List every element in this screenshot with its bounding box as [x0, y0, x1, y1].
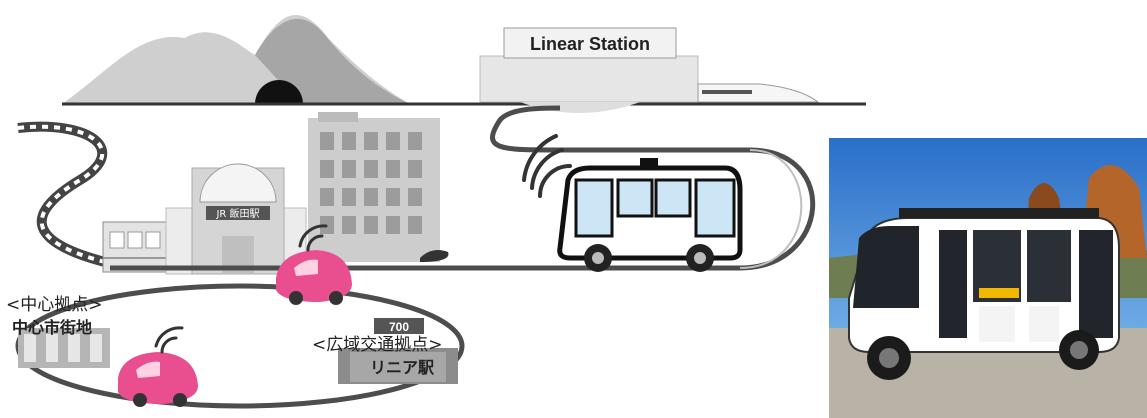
jr-station-building [165, 163, 307, 275]
wifi-icon [522, 134, 572, 198]
car-icon [276, 250, 352, 305]
local-train-icon [102, 221, 170, 273]
hub-wide-name: リニア駅 [370, 358, 435, 377]
tunnel-icon [255, 80, 303, 104]
rail-track [17, 121, 108, 267]
linear-station-number: 700 [389, 320, 409, 334]
hub-center-title: <中心拠点> [6, 295, 103, 315]
linear-station-small [338, 318, 458, 384]
linear-station [479, 27, 699, 113]
maglev-train-icon [697, 83, 820, 103]
building-icon [308, 112, 440, 262]
car-icon [118, 352, 198, 407]
jr-station-sign: JR 飯田駅 [215, 207, 259, 220]
wifi-icon [154, 326, 184, 354]
linear-station-sign: Linear Station [530, 34, 650, 54]
hub-center-name: 中心市街地 [12, 318, 93, 337]
mountain-icon [62, 14, 410, 105]
hub-wide-title: <広域交通拠点> [312, 335, 443, 355]
city-center-buildings [18, 328, 110, 368]
wifi-icon [298, 224, 328, 252]
photo-shuttle-bus [829, 138, 1147, 418]
bush-icon [420, 250, 449, 262]
bus-icon [557, 158, 743, 272]
